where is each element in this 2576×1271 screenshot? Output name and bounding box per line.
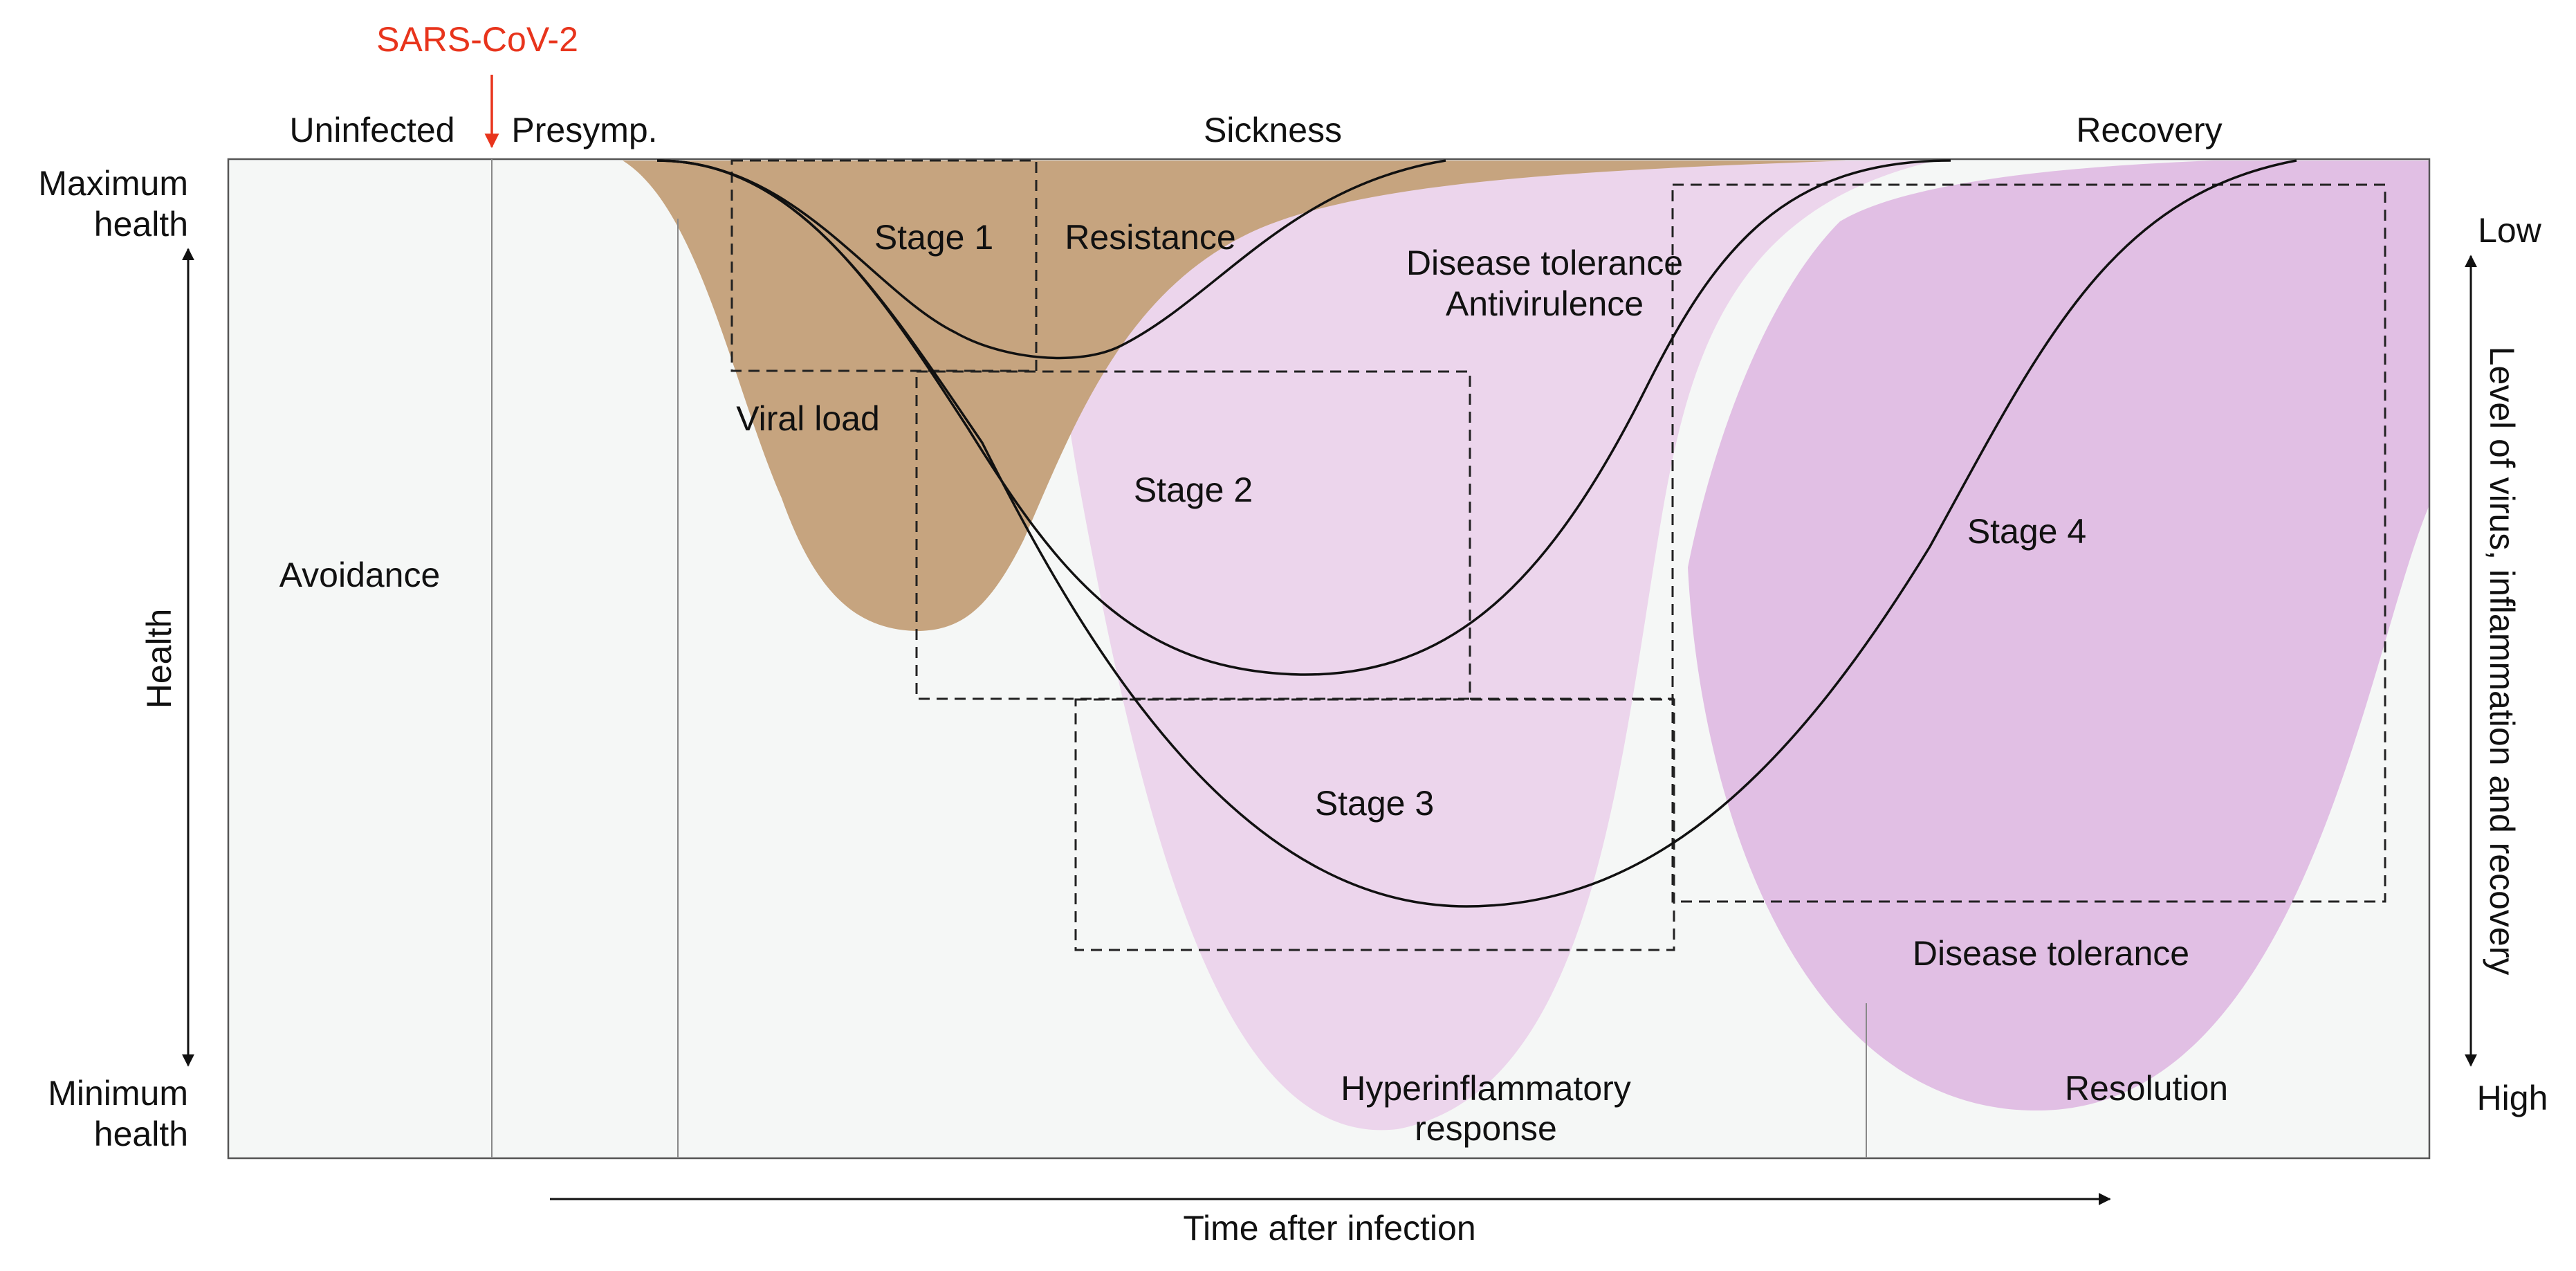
stage-4-label: Stage 4 [1967,512,2086,551]
time-axis-title: Time after infection [1183,1209,1475,1247]
hyperinflammatory-label-line2: response [1415,1109,1557,1148]
phase-sickness-label: Sickness [1204,111,1342,149]
maximum-health-label-line2: health [94,205,188,244]
level-axis-title: Level of virus, inflammation and recover… [2483,347,2521,976]
stage-3-label: Stage 3 [1315,784,1434,823]
viral-load-label: Viral load [736,399,880,438]
mild-trajectory [656,159,1446,360]
severe-trajectory [656,159,2297,908]
minimum-health-label-line2: health [94,1115,188,1153]
stage-1-box [730,159,1038,372]
minimum-health-label-line1: Minimum [48,1074,188,1113]
stage-3-box [1074,698,1675,951]
disease-tolerance-bottom-label: Disease tolerance [1913,934,2189,973]
hyperinflammatory-region [1038,161,1937,1131]
plot-border [227,158,2431,1160]
avoidance-label: Avoidance [279,556,441,594]
low-level-label: Low [2478,211,2542,250]
phase-recovery-label: Recovery [2076,111,2222,149]
resistance-label: Resistance [1065,218,1235,257]
high-level-label: High [2477,1079,2548,1117]
phase-presymptomatic-label: Presymp. [511,111,657,149]
stage-boxes [730,159,2386,951]
health-trajectories [656,159,2297,908]
resolution-label: Resolution [2065,1069,2228,1108]
hyperinflammatory-label-line1: Hyperinflammatory [1341,1069,1631,1108]
resolution-region [1688,161,2429,1111]
viral-load-region [623,161,1847,631]
maximum-health-label-line1: Maximum [38,164,188,203]
antivirulence-label: Antivirulence [1446,284,1644,323]
stage-1-label: Stage 1 [874,218,993,257]
phase-uninfected-label: Uninfected [289,111,454,149]
infection-trigger-label: SARS-CoV-2 [376,20,578,59]
health-axis-title: Health [140,609,178,709]
stage-4-box [1671,183,2386,903]
disease-tolerance-top-label: Disease tolerance [1406,244,1683,282]
stage-2-label: Stage 2 [1134,470,1253,509]
